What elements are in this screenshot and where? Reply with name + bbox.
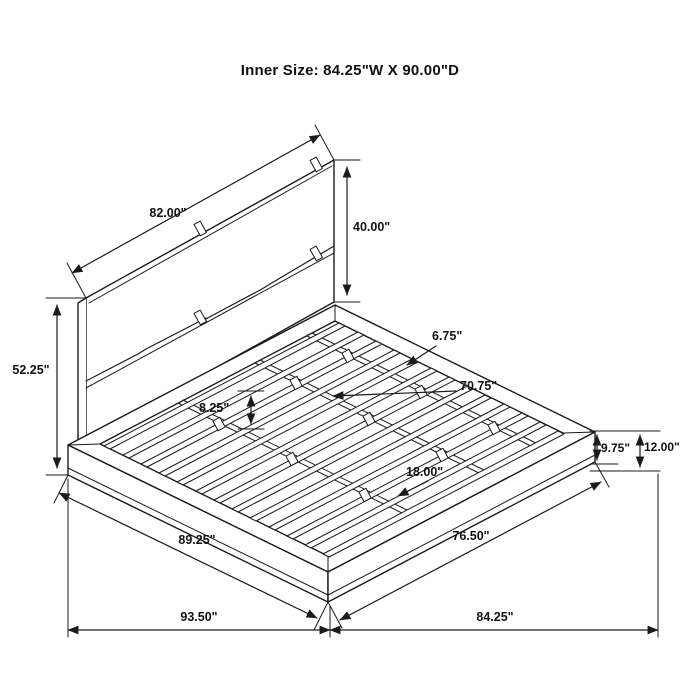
dim-label-70-75: 70.75" [460, 379, 498, 393]
dimension-12-00 [589, 434, 661, 472]
dim-label-12-00: 12.00" [644, 440, 680, 454]
headboard-side-edge [77, 297, 87, 447]
dim-label-40-00: 40.00" [353, 220, 391, 234]
dim-label-84-25: 84.25" [476, 610, 514, 624]
dim-label-82-00: 82.00" [149, 206, 187, 220]
dim-label-76-50: 76.50" [452, 529, 490, 543]
dim-label-89-25: 89.25" [178, 533, 216, 547]
dim-label-6-75: 6.75" [432, 329, 463, 343]
leader-70-75 [332, 390, 457, 400]
dim-label-8-25: 8.25" [199, 401, 230, 415]
dim-label-18-00: 18.00" [406, 465, 444, 479]
dimension-40-00 [333, 159, 361, 303]
dimension-82-00 [66, 124, 335, 299]
dimension-89-25 [53, 474, 329, 631]
dimension-9-75 [589, 430, 661, 465]
dim-label-52-25: 52.25" [12, 363, 50, 377]
dim-label-93-50: 93.50" [180, 610, 218, 624]
dimension-8-25 [237, 390, 265, 430]
leader-6-75 [406, 345, 437, 366]
dimension-52-25 [45, 297, 87, 476]
diagram-title: Inner Size: 84.25"W X 90.00"D [240, 62, 460, 79]
dimension-84-25 [329, 473, 659, 638]
dim-label-9-75: 9.75" [601, 441, 631, 455]
